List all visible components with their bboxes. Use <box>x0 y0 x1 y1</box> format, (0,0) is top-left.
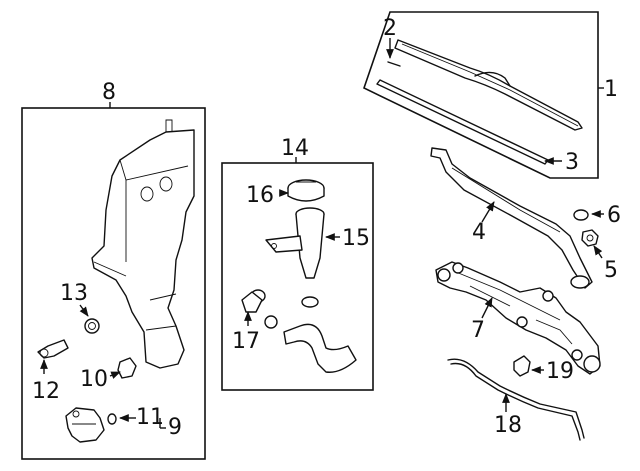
callout-8: 8 <box>102 80 116 105</box>
callout-2: 2 <box>383 16 397 41</box>
callout-1: 1 <box>604 77 618 102</box>
wiper-linkage <box>435 261 601 375</box>
callout-5: 5 <box>604 258 618 283</box>
callout-18: 18 <box>494 413 522 438</box>
linkage-grommet <box>513 355 531 377</box>
callout-19: 19 <box>546 359 574 384</box>
callout-6: 6 <box>607 203 621 228</box>
filler-hose <box>283 323 357 373</box>
arm-cap <box>573 209 589 221</box>
callout-9: 9 <box>168 415 182 440</box>
callout-16: 16 <box>246 183 274 208</box>
pump-grommet <box>117 357 137 379</box>
reservoir-frame <box>21 107 206 460</box>
callout-14: 14 <box>281 136 309 161</box>
wiper-blade-group <box>363 11 599 179</box>
callout-12: 12 <box>32 379 60 404</box>
callout-7: 7 <box>471 318 485 343</box>
filler-fittings <box>241 289 319 329</box>
callout-4: 4 <box>472 220 486 245</box>
filler-frame <box>221 162 374 391</box>
callout-11: 11 <box>136 405 164 430</box>
filler-neck <box>265 207 325 279</box>
callout-17: 17 <box>232 329 260 354</box>
wiper-arm <box>430 147 593 289</box>
washer-pump <box>65 407 105 443</box>
level-sensor <box>37 339 69 359</box>
pump-seal <box>107 413 117 425</box>
washer-reservoir <box>91 119 195 369</box>
callout-13: 13 <box>60 281 88 306</box>
reservoir-grommet <box>84 318 100 334</box>
callout-3: 3 <box>565 150 579 175</box>
wiper-blade-frame <box>363 11 599 179</box>
filler-cap <box>287 179 325 202</box>
arm-nut <box>581 229 599 247</box>
washer-hose <box>447 358 585 439</box>
callout-15: 15 <box>342 226 370 251</box>
wiper-blade-upper <box>394 39 583 131</box>
callout-10: 10 <box>80 367 108 392</box>
